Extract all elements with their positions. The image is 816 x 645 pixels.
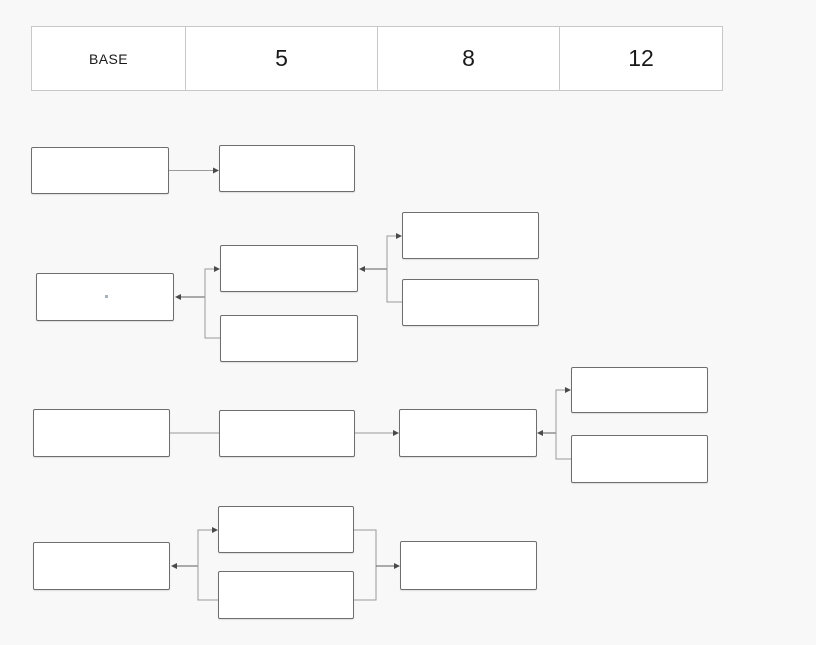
stray-pixel-mark <box>105 295 108 298</box>
edge-r4-branch-up <box>197 529 213 566</box>
arrow-r4-n1 <box>171 563 177 569</box>
edge-r2-branch2-up <box>386 235 397 269</box>
header-cell-8[interactable]: 8 <box>378 27 560 90</box>
edge-r4-merge-up <box>354 529 377 566</box>
node-r3-n2[interactable] <box>219 410 355 457</box>
node-r4-n1[interactable] <box>33 542 170 590</box>
edge-r2-branch-up <box>204 268 215 297</box>
edge-r3-branch-up <box>555 389 566 433</box>
edge-r4-branch-down <box>197 566 218 601</box>
edge-r2-branch2-down <box>386 269 402 303</box>
header-cell-base[interactable]: BASE <box>32 27 186 90</box>
node-r2-n2[interactable] <box>220 245 358 292</box>
node-r4-n4[interactable] <box>400 541 537 590</box>
arrow-r2-n2-left <box>359 266 365 272</box>
node-r1-n1[interactable] <box>31 147 169 194</box>
node-r2-n3[interactable] <box>220 315 358 362</box>
node-r4-n3[interactable] <box>218 571 354 619</box>
node-r2-n4[interactable] <box>402 212 539 259</box>
node-r2-n5[interactable] <box>402 279 539 326</box>
header-cell-5[interactable]: 5 <box>186 27 378 90</box>
arrow-r3-n3-left <box>537 430 543 436</box>
header-cell-12[interactable]: 12 <box>560 27 722 90</box>
node-r3-n5[interactable] <box>571 435 708 483</box>
node-r3-n3[interactable] <box>399 409 537 457</box>
edge-r2-branch-down <box>204 297 220 339</box>
node-r3-n1[interactable] <box>33 409 170 457</box>
node-r4-n2[interactable] <box>218 506 354 553</box>
arrow-r2-n1 <box>175 294 181 300</box>
node-r1-n2[interactable] <box>219 145 355 192</box>
edge-r3-branch-down <box>555 433 571 460</box>
node-r3-n4[interactable] <box>571 367 708 413</box>
base-columns-table: BASE 5 8 12 <box>31 26 723 91</box>
edge-r4-merge-down <box>354 566 377 601</box>
